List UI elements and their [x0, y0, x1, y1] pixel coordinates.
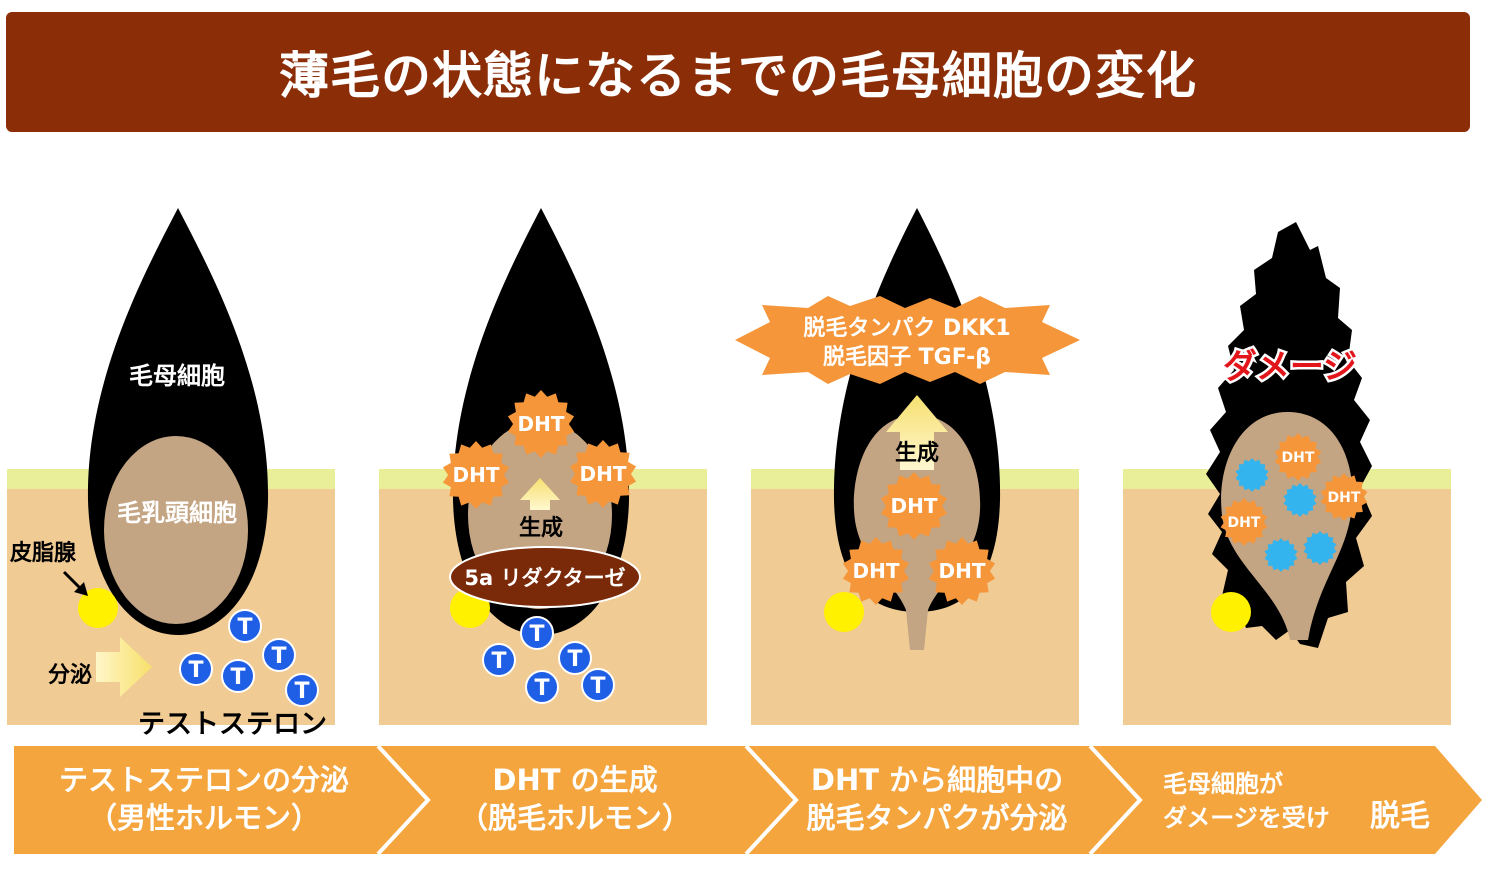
- production-label: 生成: [895, 441, 939, 466]
- step-divider: [376, 744, 431, 856]
- dht-molecule: DHT: [842, 537, 910, 605]
- testosterone-molecule: T: [285, 673, 319, 707]
- step-3-arrow: [746, 746, 1140, 854]
- damage-dot: [1264, 538, 1298, 572]
- page-title: 薄毛の状態になるまでの毛母細胞の変化: [279, 47, 1197, 105]
- dht-group: DHT DHT DHT: [442, 390, 637, 509]
- step-4-line2: ダメージを受け: [1163, 804, 1330, 832]
- dht-molecule: DHT: [1274, 433, 1322, 481]
- testosterone-group: T T T T T: [179, 609, 319, 707]
- dermal-papilla-label: 毛乳頭細胞: [117, 499, 237, 527]
- sebaceous-gland: [1211, 592, 1251, 632]
- panel-1: 毛母細胞 毛乳頭細胞 皮脂腺 分泌 T T T T T テストステロン: [7, 208, 335, 740]
- damage-dot: [1283, 483, 1317, 517]
- production-arrow: [886, 395, 948, 470]
- dht-group: DHT DHT DHT: [1220, 433, 1368, 546]
- process-steps: テストステロンの分泌 （男性ホルモン） DHT の生成 （脱毛ホルモン） DHT…: [14, 744, 1482, 856]
- step-divider: [744, 744, 799, 856]
- testosterone-molecule: T: [520, 616, 554, 650]
- dermal-papilla: [104, 436, 248, 624]
- hair-loss-protein-burst: [735, 296, 1080, 384]
- dht-label: DHT: [939, 559, 986, 583]
- secretion-arrow: [96, 637, 152, 697]
- panel-4: ダメージ DHT DHT DHT: [1123, 222, 1451, 725]
- testosterone-group: T T T T T: [482, 616, 615, 704]
- dht-label: DHT: [1328, 490, 1361, 506]
- svg-text:T: T: [237, 615, 252, 640]
- testosterone-molecule: T: [221, 659, 255, 693]
- step-3-line2: 脱毛タンパクが分泌: [806, 801, 1067, 835]
- step-1-arrow: [14, 746, 428, 854]
- svg-text:T: T: [188, 658, 203, 683]
- dht-molecule: DHT: [569, 440, 637, 508]
- production-arrow: [520, 478, 560, 510]
- dht-molecule: DHT: [1220, 498, 1268, 546]
- hair-matrix-cell-label: 毛母細胞: [129, 362, 225, 390]
- step-4-line1: 毛母細胞が: [1163, 770, 1283, 798]
- step-3-line1: DHT から細胞中の: [811, 763, 1063, 797]
- svg-text:T: T: [271, 644, 286, 669]
- svg-text:T: T: [534, 676, 549, 701]
- dht-molecule: DHT: [1320, 473, 1368, 521]
- step-divider: [1088, 744, 1143, 856]
- dht-label: DHT: [1228, 515, 1261, 531]
- step-1-line1: テストステロンの分泌: [59, 763, 349, 797]
- panel-2: 生成 5a リダクターゼ DHT DHT DHT T T T T T: [379, 208, 707, 725]
- step-4-arrow: [1090, 746, 1482, 854]
- step-2-arrow: [378, 746, 796, 854]
- pointer-arrow-head: [74, 582, 88, 596]
- protein-label-dkk1: 脱毛タンパク DKK1: [803, 316, 1010, 341]
- title-banner: 薄毛の状態になるまでの毛母細胞の変化: [6, 12, 1470, 132]
- testosterone-molecule: T: [262, 638, 296, 672]
- dht-molecule: DHT: [880, 472, 948, 540]
- sebaceous-gland-label: 皮脂腺: [10, 540, 77, 566]
- dht-label: DHT: [580, 462, 627, 486]
- dht-label: DHT: [891, 494, 938, 518]
- damage-label: ダメージ: [1223, 347, 1357, 387]
- reductase-label: 5a リダクターゼ: [464, 566, 625, 590]
- reductase-enzyme: [449, 546, 641, 608]
- testosterone-molecule: T: [525, 670, 559, 704]
- svg-text:T: T: [567, 647, 582, 672]
- testosterone-molecule: T: [581, 668, 615, 702]
- testosterone-molecule: T: [558, 641, 592, 675]
- svg-text:T: T: [491, 649, 506, 674]
- dht-molecule: DHT: [928, 537, 996, 605]
- dht-group: DHT DHT DHT: [842, 472, 996, 605]
- dht-label: DHT: [1282, 450, 1315, 466]
- step-2-line1: DHT の生成: [492, 763, 657, 797]
- protein-label-tgf: 脱毛因子 TGF-β: [823, 345, 991, 370]
- dht-molecule: DHT: [507, 390, 575, 458]
- dht-molecule: DHT: [442, 441, 510, 509]
- dht-label: DHT: [853, 559, 900, 583]
- svg-text:T: T: [294, 679, 309, 704]
- sebaceous-gland: [824, 592, 864, 632]
- svg-text:T: T: [590, 674, 605, 699]
- secretion-label: 分泌: [48, 662, 92, 688]
- dht-label: DHT: [518, 412, 565, 436]
- svg-text:T: T: [529, 622, 544, 647]
- testosterone-molecule: T: [179, 652, 213, 686]
- damage-dot: [1303, 531, 1337, 565]
- testosterone-molecule: T: [482, 643, 516, 677]
- sebaceous-gland: [78, 588, 118, 628]
- production-label: 生成: [519, 516, 563, 541]
- damage-dot: [1235, 458, 1269, 492]
- testosterone-label: テストステロン: [138, 709, 327, 740]
- damage-dot-group: [1235, 458, 1337, 572]
- step-4-emphasis: 脱毛: [1370, 799, 1430, 834]
- panel-3: 生成 脱毛タンパク DKK1 脱毛因子 TGF-β DHT DHT DHT: [735, 208, 1080, 725]
- dht-label: DHT: [453, 463, 500, 487]
- step-2-line2: （脱毛ホルモン）: [459, 801, 691, 835]
- svg-text:T: T: [230, 665, 245, 690]
- step-1-line2: （男性ホルモン）: [88, 801, 320, 835]
- testosterone-molecule: T: [228, 609, 262, 643]
